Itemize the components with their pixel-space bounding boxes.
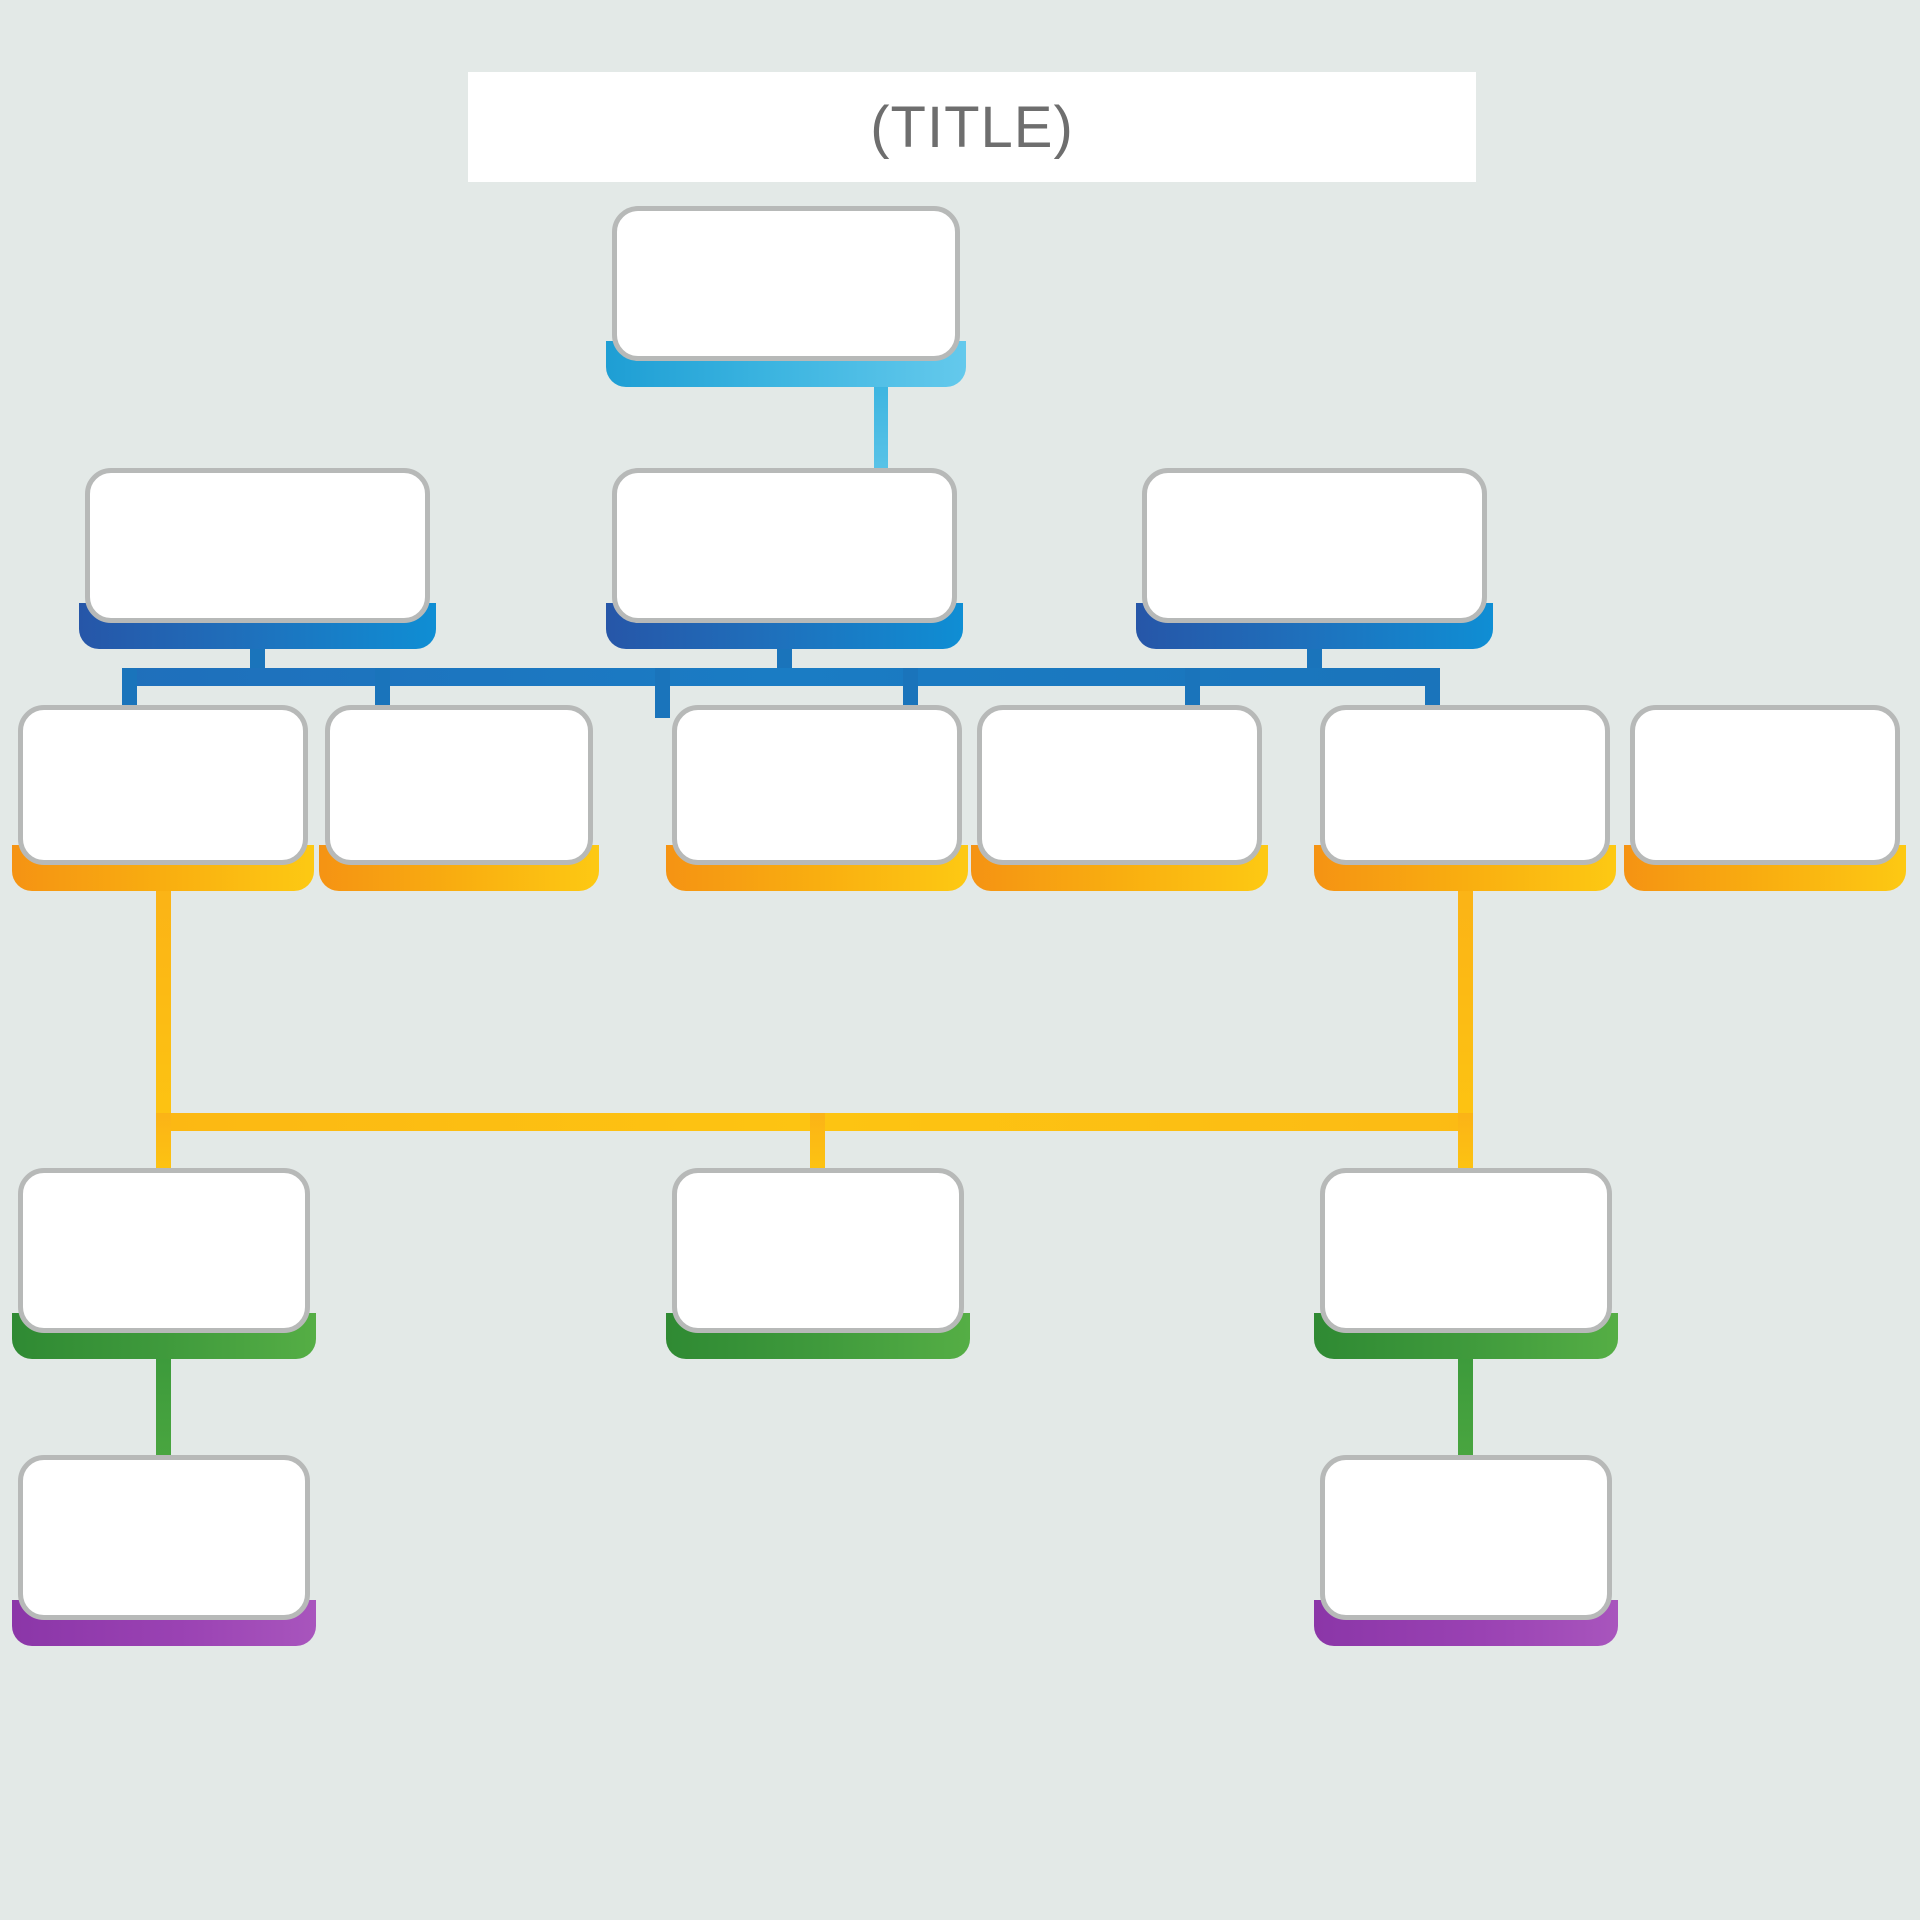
node-card[interactable]: [672, 705, 962, 865]
node-level5-1[interactable]: [12, 1455, 316, 1646]
node-card[interactable]: [18, 705, 308, 865]
connector-l3-1-to-trunk: [156, 886, 171, 1131]
page-title: (TITLE): [870, 94, 1074, 160]
node-card[interactable]: [672, 1168, 964, 1333]
node-card[interactable]: [1320, 1168, 1612, 1333]
node-level3-4[interactable]: [971, 705, 1268, 891]
node-level2-2[interactable]: [606, 468, 963, 649]
trunk-blue-horizontal: [122, 668, 1440, 686]
node-level4-2[interactable]: [666, 1168, 970, 1359]
node-card[interactable]: [18, 1168, 310, 1333]
node-card[interactable]: [1630, 705, 1900, 865]
node-level4-3[interactable]: [1314, 1168, 1618, 1359]
node-card[interactable]: [612, 468, 957, 623]
node-card[interactable]: [325, 705, 593, 865]
connector-l3-5-to-trunk: [1458, 886, 1473, 1131]
node-level3-1[interactable]: [12, 705, 314, 891]
connector-trunk-to-l4-3: [1458, 1113, 1473, 1173]
node-level2-1[interactable]: [79, 468, 436, 649]
connector-trunk-to-l4-2: [810, 1113, 825, 1173]
connector-trunk-to-l4-1: [156, 1113, 171, 1173]
node-level5-2[interactable]: [1314, 1455, 1618, 1646]
node-level1-1[interactable]: [606, 206, 966, 387]
node-card[interactable]: [1142, 468, 1487, 623]
node-card[interactable]: [1320, 1455, 1612, 1620]
node-level4-1[interactable]: [12, 1168, 316, 1359]
connector-l4-3-to-l5-2: [1458, 1352, 1473, 1462]
connector-trunk-to-l3-3: [655, 668, 670, 718]
node-level2-3[interactable]: [1136, 468, 1493, 649]
node-card[interactable]: [612, 206, 960, 361]
node-card[interactable]: [18, 1455, 310, 1620]
connector-l1-to-l2: [874, 380, 888, 478]
node-level3-6[interactable]: [1624, 705, 1906, 891]
node-level3-3[interactable]: [666, 705, 968, 891]
node-card[interactable]: [977, 705, 1262, 865]
node-card[interactable]: [85, 468, 430, 623]
node-level3-2[interactable]: [319, 705, 599, 891]
title-banner: (TITLE): [468, 72, 1476, 182]
node-level3-5[interactable]: [1314, 705, 1616, 891]
node-card[interactable]: [1320, 705, 1610, 865]
connector-l4-1-to-l5-1: [156, 1352, 171, 1462]
